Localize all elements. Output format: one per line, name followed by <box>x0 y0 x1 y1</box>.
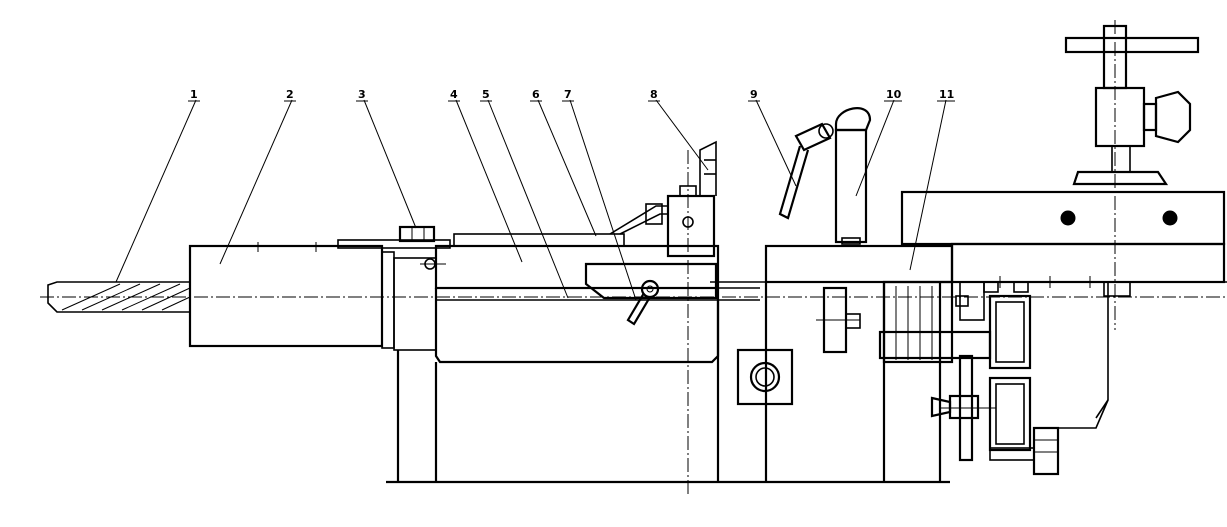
part-label-7: 7 <box>564 88 572 101</box>
part-label-11: 11 <box>939 88 954 101</box>
locking-handle <box>780 124 833 218</box>
part-label-10: 10 <box>886 88 902 101</box>
part-label-6: 6 <box>532 88 540 101</box>
part-labels: 1 2 3 4 5 6 7 8 9 10 11 <box>188 88 955 101</box>
vertical-post <box>836 108 870 244</box>
part-label-8: 8 <box>650 88 658 101</box>
slide-rail <box>710 192 1227 288</box>
side-clamp <box>816 282 1130 474</box>
part-label-1: 1 <box>190 88 198 101</box>
t-handle-screw <box>1066 20 1198 418</box>
part-label-2: 2 <box>286 88 294 101</box>
part-label-4: 4 <box>450 88 458 101</box>
cylinder-housing <box>190 242 436 350</box>
clamp-lever <box>586 264 716 324</box>
base-frame <box>386 282 950 482</box>
upright-plate <box>610 142 716 495</box>
part-label-9: 9 <box>750 88 758 101</box>
hex-nut <box>338 227 450 248</box>
part-label-3: 3 <box>358 88 366 101</box>
callout-leaders <box>116 100 946 300</box>
part-label-5: 5 <box>482 88 490 101</box>
